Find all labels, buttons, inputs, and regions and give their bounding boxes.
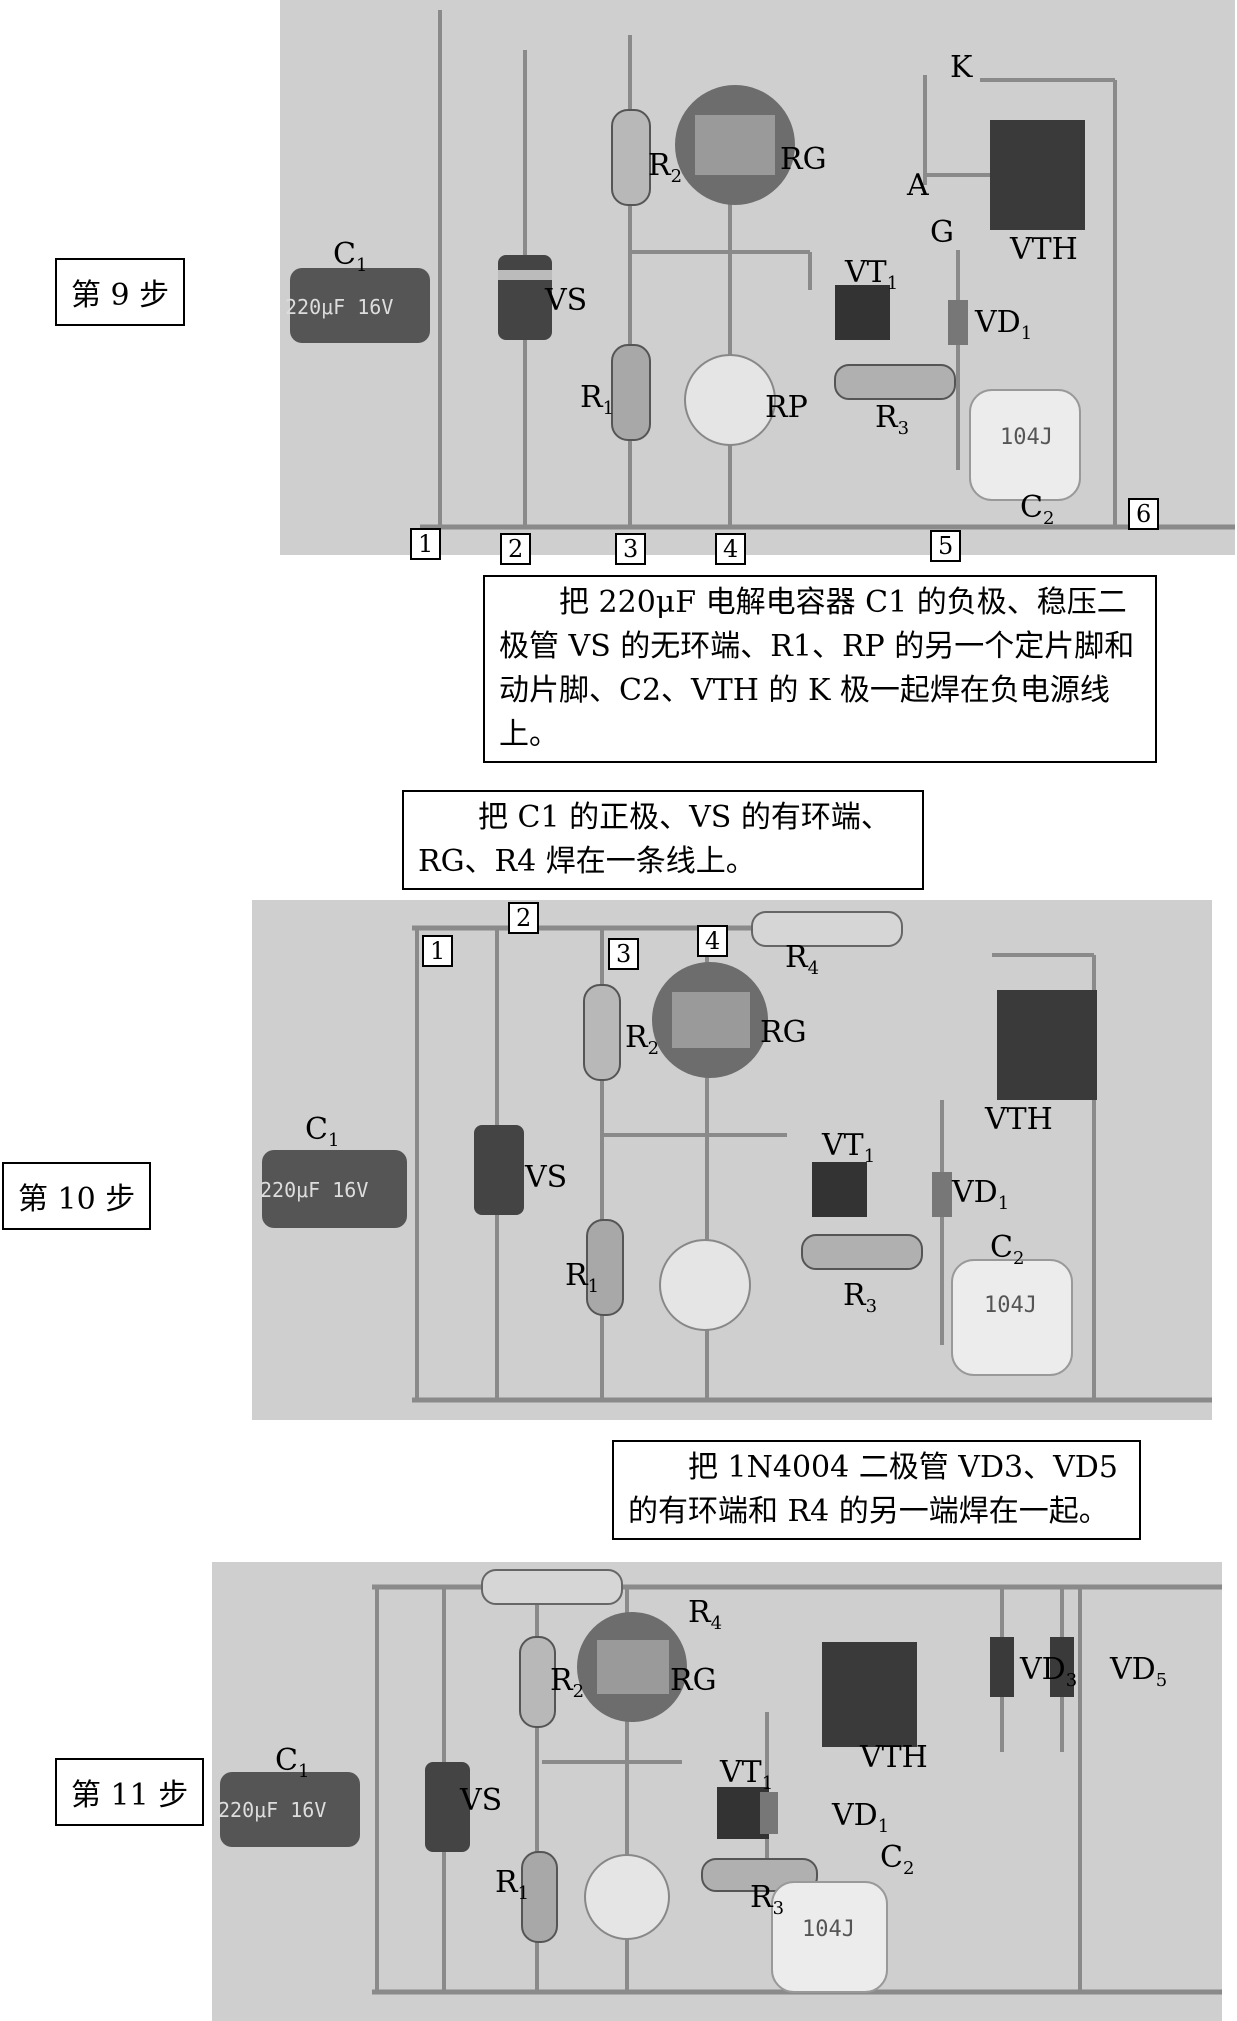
label-vs-10: VS — [525, 1160, 568, 1195]
step9-photo: 220μF 16V 104J — [280, 0, 1235, 555]
c2-marking-10: 104J — [984, 1293, 1037, 1318]
step11-photo: 220μF 16V 104J — [212, 1562, 1222, 2021]
step11-board-drawing — [220, 1569, 1222, 1995]
label-rg-10: RG — [760, 1015, 807, 1050]
label-c1-11: C1 — [275, 1743, 310, 1782]
label-r3-11: R3 — [750, 1880, 785, 1919]
label-a: A — [907, 168, 929, 203]
step10-board-drawing — [262, 911, 1212, 1403]
step9-board-drawing — [290, 10, 1235, 530]
label-g: G — [930, 215, 954, 250]
label-vd1: VD1 — [975, 305, 1033, 344]
label-vd5: VD5 — [1110, 1652, 1168, 1691]
step9-callout: 把 220μF 电解电容器 C1 的负极、稳压二极管 VS 的无环端、R1、RP… — [483, 575, 1157, 763]
marker-10-3: 3 — [608, 938, 640, 970]
label-rg-11: RG — [670, 1663, 717, 1698]
label-r2-10: R2 — [625, 1020, 660, 1059]
label-vth-11: VTH — [860, 1740, 928, 1775]
label-c1: C1 — [333, 237, 368, 276]
marker-4: 4 — [715, 533, 747, 565]
marker-10-2: 2 — [508, 902, 540, 934]
label-vs: VS — [545, 283, 588, 318]
label-c2-11: C2 — [880, 1840, 915, 1879]
marker-2: 2 — [500, 533, 532, 565]
label-vs-11: VS — [460, 1783, 503, 1818]
label-r2-11: R2 — [550, 1663, 585, 1702]
label-r4-10: R4 — [785, 940, 820, 979]
marker-10-4: 4 — [697, 925, 729, 957]
step10-callout: 把 C1 的正极、VS 的有环端、RG、R4 焊在一条线上。 — [402, 790, 924, 890]
label-vt1-11: VT1 — [720, 1755, 774, 1794]
label-c2-10: C2 — [990, 1230, 1025, 1269]
label-r1-10: R1 — [565, 1258, 600, 1297]
label-r3: R3 — [875, 400, 910, 439]
label-vt1: VT1 — [845, 255, 899, 294]
c2-marking: 104J — [1000, 425, 1053, 450]
label-vth: VTH — [1010, 232, 1078, 267]
label-rg: RG — [780, 142, 827, 177]
step11-callout: 把 1N4004 二极管 VD3、VD5 的有环端和 R4 的另一端焊在一起。 — [612, 1440, 1141, 1540]
marker-10-1: 1 — [422, 935, 454, 967]
label-r2: R2 — [648, 148, 683, 187]
step10-photo: 220μF 16V 104J — [252, 900, 1212, 1420]
step11-label: 第 11 步 — [55, 1758, 205, 1826]
label-r4-11: R4 — [688, 1595, 723, 1634]
marker-5: 5 — [930, 530, 962, 562]
marker-1: 1 — [410, 528, 442, 560]
c1-marking-10: 220μF 16V — [260, 1178, 369, 1202]
label-vth-10: VTH — [985, 1102, 1053, 1137]
label-k: K — [950, 50, 973, 85]
c1-marking: 220μF 16V — [285, 295, 394, 319]
label-c1-10: C1 — [305, 1112, 340, 1151]
c1-marking-11: 220μF 16V — [218, 1798, 327, 1822]
label-vd1-10: VD1 — [952, 1175, 1010, 1214]
label-r1: R1 — [580, 380, 615, 419]
label-rp: RP — [765, 390, 808, 425]
c2-marking-11: 104J — [802, 1917, 855, 1942]
step10-label: 第 10 步 — [2, 1162, 152, 1230]
label-vt1-10: VT1 — [822, 1128, 876, 1167]
marker-3: 3 — [615, 533, 647, 565]
label-r1-11: R1 — [495, 1865, 530, 1904]
marker-6: 6 — [1128, 498, 1160, 530]
label-c2: C2 — [1020, 490, 1055, 529]
label-vd1-11: VD1 — [832, 1798, 890, 1837]
label-vd3: VD3 — [1020, 1652, 1078, 1691]
label-r3-10: R3 — [843, 1278, 878, 1317]
step9-label: 第 9 步 — [55, 258, 186, 326]
